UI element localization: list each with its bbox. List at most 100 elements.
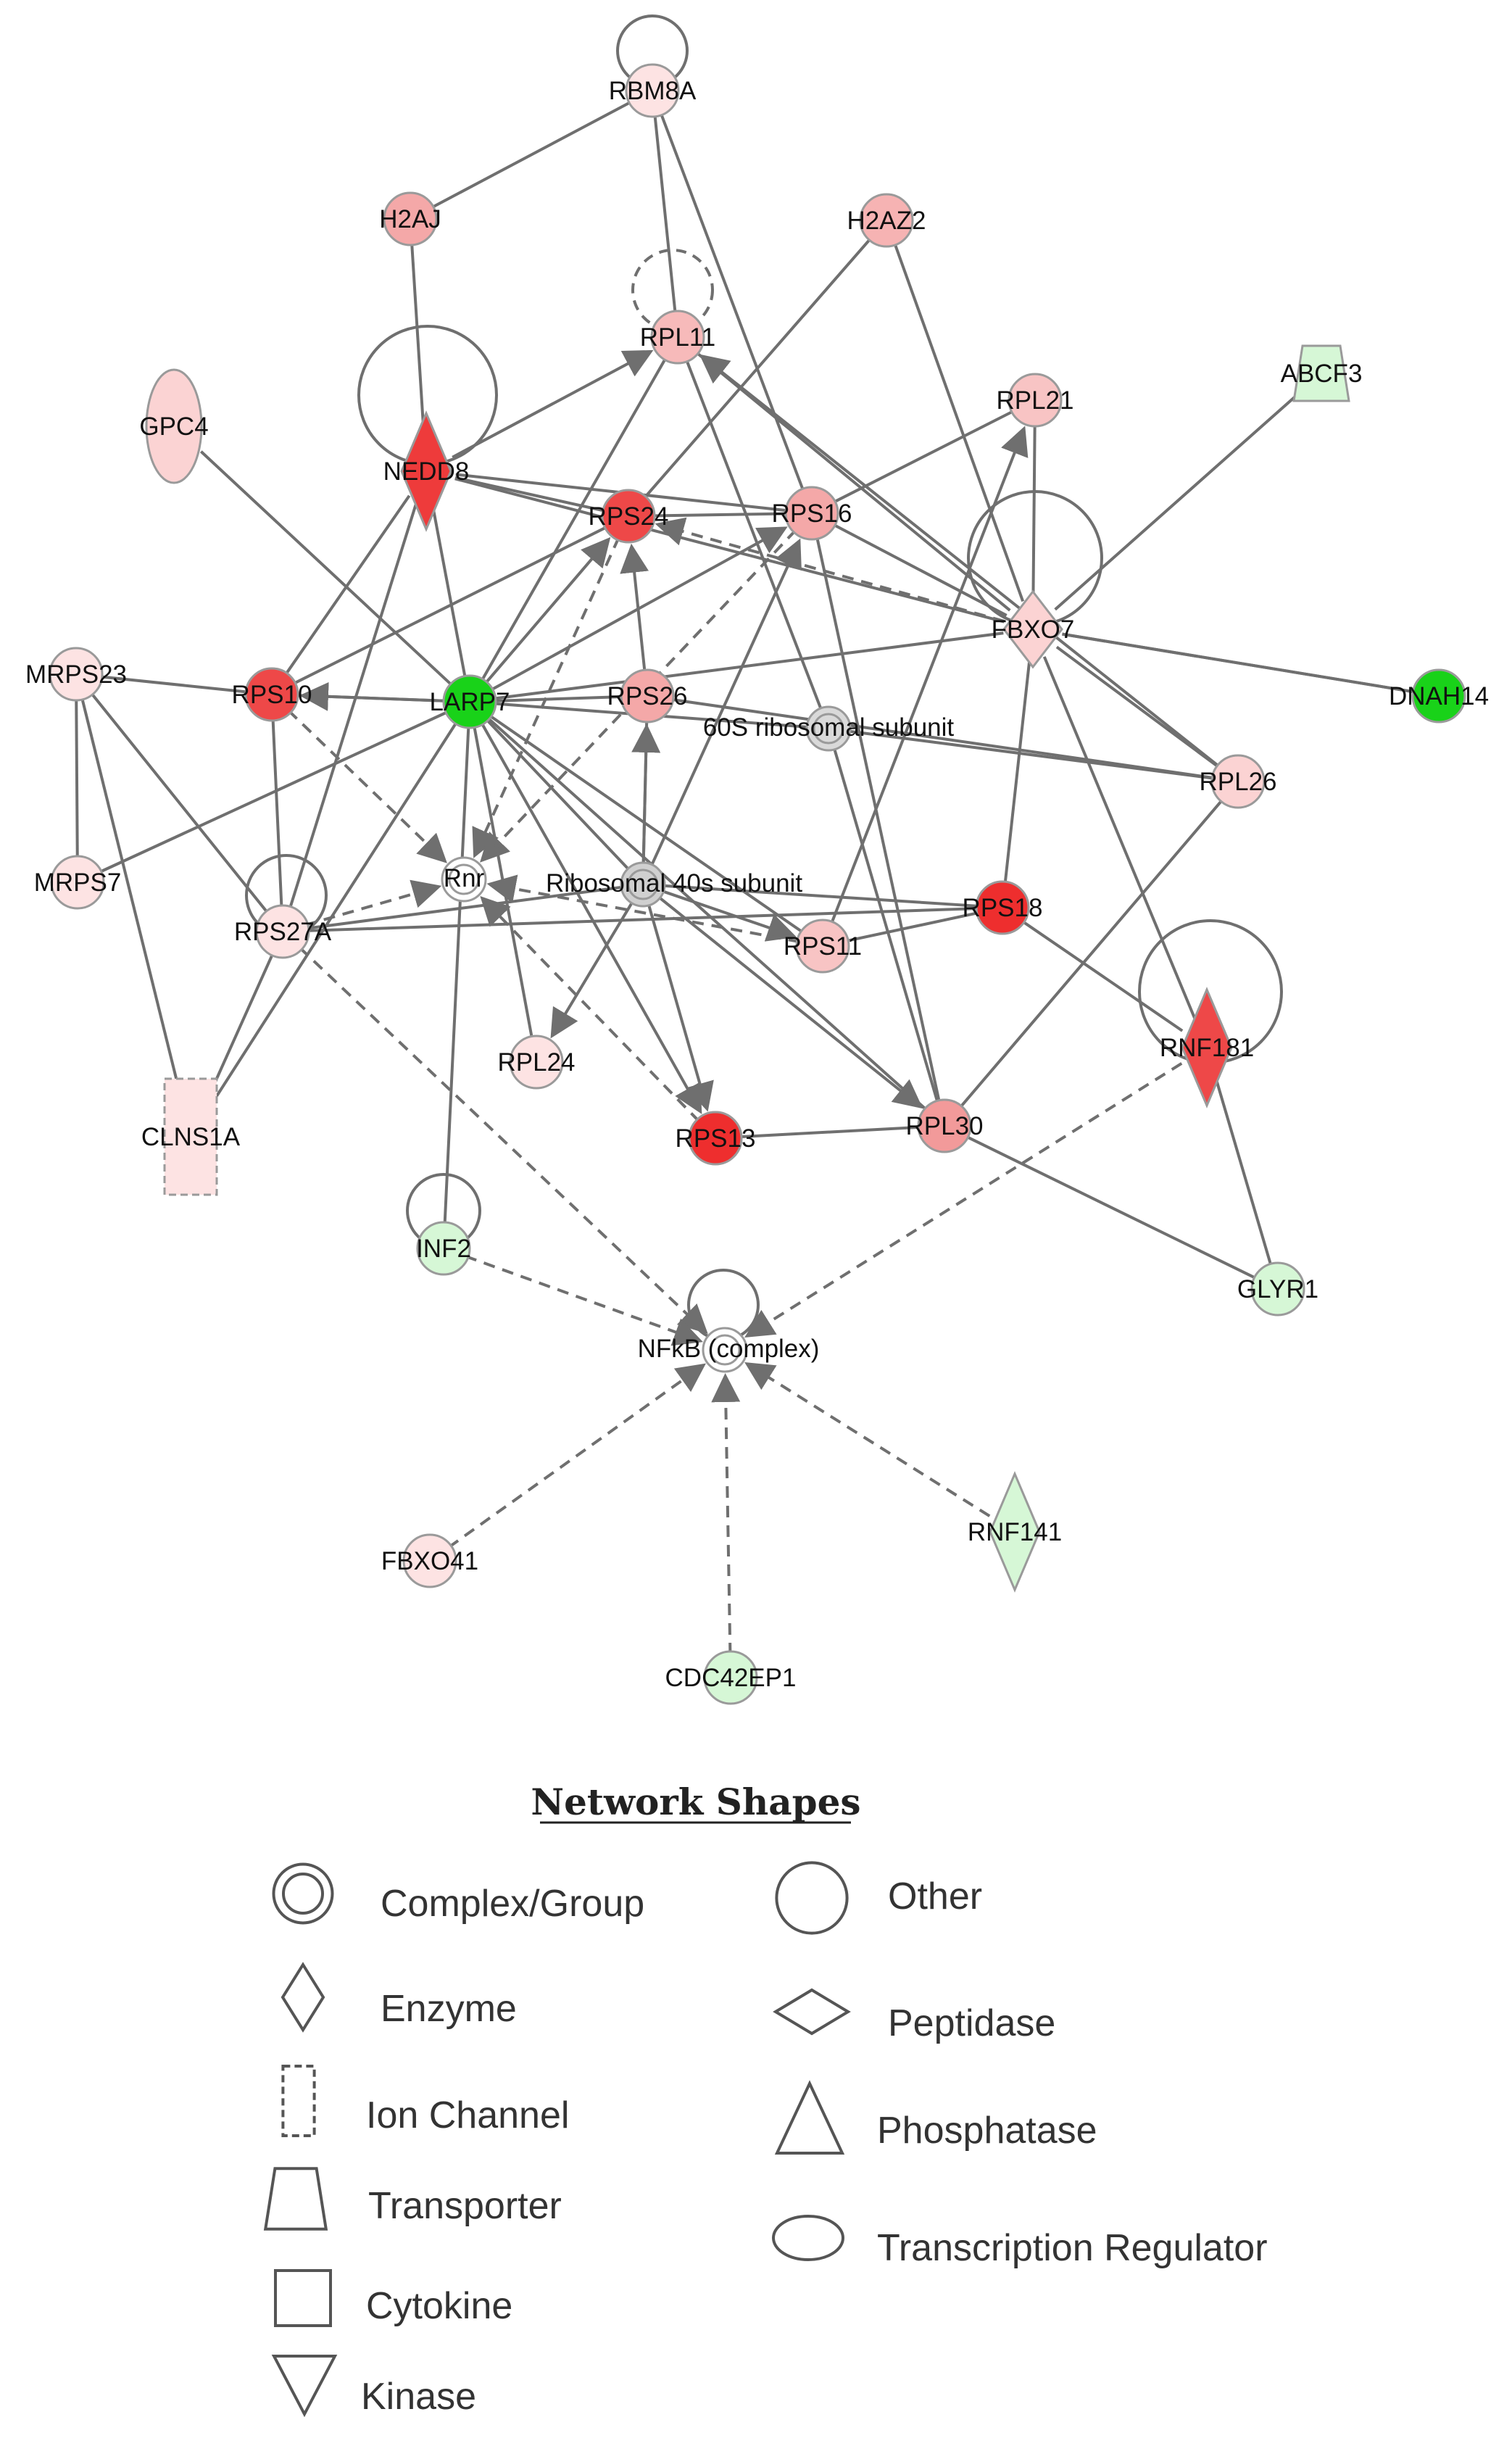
edge-inf2-nfkb [465,1254,703,1346]
node-label-40s: Ribosomal 40s subunit [546,869,802,897]
edge-nedd8-larp7 [430,499,468,679]
node-shape-rps26[interactable] [620,668,675,724]
node-shape-nfkb[interactable] [702,1327,748,1373]
node-larp7[interactable]: LARP7 [430,674,510,729]
edge-fbxo41-nfkb [447,1363,706,1549]
node-rbm8a[interactable]: RBM8A [609,63,697,118]
node-fbxo7[interactable]: FBXO7 [992,589,1075,669]
node-shape-60s[interactable] [805,705,852,752]
node-fbxo41[interactable]: FBXO41 [381,1533,478,1588]
edge-mrps23-rps27a [89,691,270,915]
edge-rps26-rps24 [620,543,649,673]
edge-larp7-rps13 [479,721,702,1114]
legend-label-phosphatase: Phosphatase [877,2110,1097,2152]
node-shape-cdc42ep1[interactable] [703,1650,758,1705]
node-shape-40s[interactable] [620,861,666,908]
node-rpl26[interactable]: RPL26 [1199,754,1277,809]
node-40s[interactable]: Ribosomal 40s subunit [546,861,802,908]
node-shape-mrps7[interactable] [50,855,105,910]
node-rps24[interactable]: RPS24 [589,489,669,544]
node-shape-rnf181[interactable] [1181,987,1233,1108]
node-60s[interactable]: 60S ribosomal subunit [703,705,955,752]
edge-fbxo7-rnf181 [1042,656,1197,1021]
node-label-rps27a: RPS27A [234,918,332,946]
node-shape-rnr[interactable] [441,856,487,903]
node-dnah14[interactable]: DNAH14 [1389,668,1489,724]
node-rpl21[interactable]: RPL21 [996,373,1074,428]
node-shape-glyr1[interactable] [1250,1261,1305,1317]
edge-rps24-rps10 [291,525,609,686]
node-inf2[interactable]: INF2 [416,1221,471,1276]
node-rps13[interactable]: RPS13 [676,1111,756,1166]
node-rnf181[interactable]: RNF181 [1160,987,1254,1108]
node-cdc42ep1[interactable]: CDC42EP1 [665,1650,797,1705]
node-nfkb[interactable]: NFkB (complex) [638,1327,820,1373]
node-shape-fbxo7[interactable] [1002,589,1063,669]
node-gpc4[interactable]: GPC4 [139,368,209,484]
node-label-mrps7: MRPS7 [34,868,122,897]
node-shape-dnah14[interactable] [1411,668,1466,724]
node-shape-rps18[interactable] [975,880,1030,935]
node-shape-h2az2[interactable] [859,193,914,248]
node-shape-rps11[interactable] [795,919,850,974]
edge-nedd8-rpl11 [452,349,654,459]
node-shape-rbm8a[interactable] [625,63,680,118]
edge-40s-rps18 [661,884,980,908]
node-shape-rps10[interactable] [244,667,299,722]
node-shape-rpl11[interactable] [650,310,705,365]
edge-rbm8a-rpl11 [653,113,677,315]
node-clns1a[interactable]: CLNS1A [141,1077,241,1196]
node-rps10[interactable]: RPS10 [232,667,312,722]
node-rps26[interactable]: RPS26 [607,668,688,724]
legend-label-transcription-regulator: Transcription Regulator [877,2227,1268,2269]
node-h2aj[interactable]: H2AJ [379,191,441,246]
node-label-rps10: RPS10 [232,681,312,709]
edge-larp7-rps11 [488,713,805,934]
node-shape-rps27a[interactable] [255,904,310,959]
node-rpl30[interactable]: RPL30 [905,1098,984,1153]
node-shape-h2aj[interactable] [383,191,438,246]
node-shape-nedd8[interactable] [400,410,452,532]
node-shape-mrps23[interactable] [49,647,104,702]
edge-rbm8a-rps16 [659,112,805,492]
node-rps27a[interactable]: RPS27A [234,904,332,959]
legend-complex-icon[interactable] [272,1862,334,1925]
node-rps16[interactable]: RPS16 [772,486,852,541]
node-label-rps24: RPS24 [589,502,669,531]
node-shape-rps13[interactable] [688,1111,743,1166]
edge-rps27a-rps10 [271,717,283,909]
legend-label-complex: Complex/Group [381,1883,644,1925]
node-shape-rps16[interactable] [784,486,839,541]
edge-rps16-rnr [480,528,797,863]
node-mrps23[interactable]: MRPS23 [25,647,127,702]
node-h2az2[interactable]: H2AZ2 [847,193,926,248]
node-shape-fbxo41[interactable] [402,1533,457,1588]
node-rps18[interactable]: RPS18 [963,880,1043,935]
node-shape-rpl26[interactable] [1210,754,1266,809]
node-mrps7[interactable]: MRPS7 [34,855,122,910]
node-shape-rpl30[interactable] [917,1098,972,1153]
node-shape-rpl24[interactable] [509,1035,564,1090]
node-rnr[interactable]: Rnr [441,856,487,903]
node-rpl24[interactable]: RPL24 [497,1035,576,1090]
node-shape-inf2[interactable] [416,1221,471,1276]
edge-rps27a-rnr [304,879,442,927]
legend-label-kinase: Kinase [361,2376,476,2418]
edge-fbxo7-rpl26 [1055,645,1221,769]
node-rps11[interactable]: RPS11 [784,919,862,974]
node-nedd8[interactable]: NEDD8 [383,410,470,532]
node-shape-rps24[interactable] [601,489,656,544]
edge-cdc42ep1-nfkb [711,1372,741,1655]
node-shape-rnf141[interactable] [989,1471,1041,1593]
node-shape-clns1a[interactable] [163,1077,218,1196]
node-shape-larp7[interactable] [442,674,497,729]
node-shape-abcf3[interactable] [1292,344,1350,402]
node-shape-rpl21[interactable] [1008,373,1063,428]
node-shape-gpc4[interactable] [145,368,203,484]
edge-larp7-rps10 [299,681,447,711]
node-rnf141[interactable]: RNF141 [968,1471,1062,1593]
node-abcf3[interactable]: ABCF3 [1281,344,1363,402]
node-glyr1[interactable]: GLYR1 [1237,1261,1318,1317]
node-rpl11[interactable]: RPL11 [640,310,715,365]
